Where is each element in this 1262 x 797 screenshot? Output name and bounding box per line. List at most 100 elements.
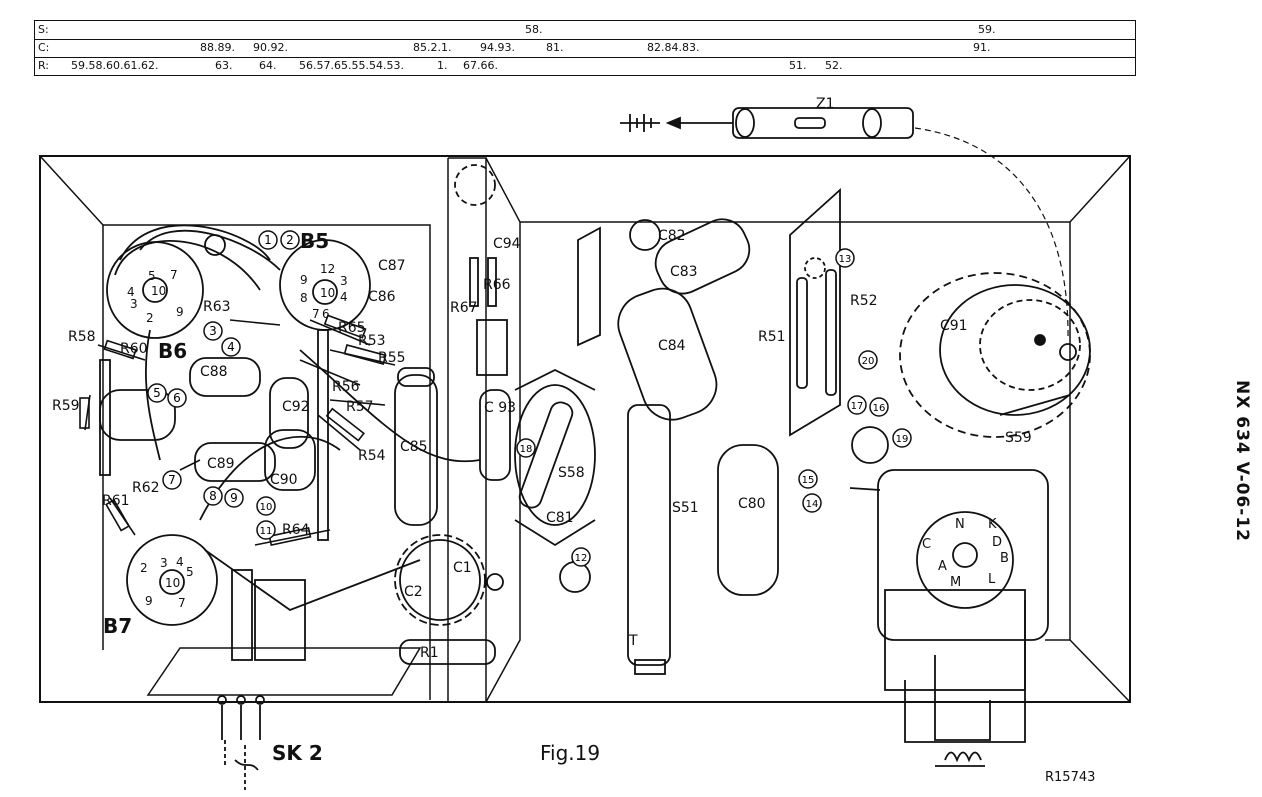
- pin-label: 9: [145, 594, 153, 608]
- label-r51: R51: [758, 329, 786, 345]
- test-point-label: 6: [173, 391, 181, 405]
- label-c89: C89: [207, 456, 235, 472]
- test-point-circle: [162, 470, 182, 490]
- socket-letter: C: [922, 537, 931, 552]
- selector-switch: [916, 511, 1014, 609]
- label-r1: R1: [420, 645, 439, 661]
- coil-s58: [514, 384, 596, 526]
- test-point-label: 5: [153, 386, 161, 400]
- label-r59: R59: [52, 398, 80, 414]
- label-r63: R63: [203, 299, 231, 315]
- label-s58: S58: [558, 465, 585, 481]
- pin-label: 10: [151, 284, 166, 298]
- test-point-circle: [147, 383, 167, 403]
- resistor-board: [789, 187, 841, 437]
- pin-label: 10: [165, 576, 180, 590]
- test-point-label: 12: [575, 553, 588, 564]
- pin-label: 8: [300, 291, 308, 305]
- label-c87: C87: [378, 258, 406, 274]
- ref-item: 58.: [525, 23, 543, 36]
- label-r58: R58: [68, 329, 96, 345]
- test-point-label: 17: [851, 401, 864, 412]
- pin-label: 4: [176, 555, 184, 569]
- test-point-label: 20: [862, 356, 875, 367]
- ref-item: 82.84.83.: [647, 41, 700, 54]
- ref-item: 91.: [973, 41, 991, 54]
- ref-row-s: S: 58. 59.: [35, 21, 1135, 40]
- ref-item: 88.89.: [200, 41, 235, 54]
- capacitor-c85: [394, 374, 438, 526]
- drawing-reference: R15743: [1045, 770, 1095, 785]
- test-point-circle: [224, 488, 244, 508]
- ref-item: 59.: [978, 23, 996, 36]
- pin-label: 9: [300, 273, 308, 287]
- test-point-label: 2: [286, 233, 294, 247]
- test-point-label: 9: [230, 491, 238, 505]
- test-point-circle: [802, 493, 822, 513]
- label-r66: R66: [483, 277, 511, 293]
- pin-label: 6: [322, 307, 330, 321]
- label-c88: C88: [200, 364, 228, 380]
- ref-prefix-r: R:: [38, 59, 50, 72]
- label-r54: R54: [358, 448, 386, 464]
- test-point-label: 13: [839, 254, 852, 265]
- capacitor-c88: [189, 357, 261, 397]
- label-c92: C92: [282, 399, 310, 415]
- test-point-label: 3: [209, 324, 217, 338]
- label-sk2: SK 2: [272, 741, 323, 765]
- c1-c2-can: [394, 534, 486, 626]
- label-b5: B5: [300, 229, 329, 253]
- pin-label: 7: [178, 596, 186, 610]
- tube-pin-labels: 7 9 10 2 3 4 5 12 9 8 10 3 4 7 6 2 3 4 5…: [127, 262, 348, 610]
- tube-socket-b7: [126, 534, 218, 626]
- label-b7: B7: [103, 614, 132, 638]
- socket-letter: A: [938, 559, 947, 574]
- side-reference-text: NX 634 V-06-12: [1232, 380, 1252, 543]
- capacitor-c90: [264, 429, 316, 491]
- label-r60: R60: [120, 341, 148, 357]
- ref-prefix-s: S:: [38, 23, 49, 36]
- test-point-circle: [798, 469, 818, 489]
- ref-item: 63.: [215, 59, 233, 72]
- socket-letter: K: [988, 517, 997, 532]
- z1-tube: [732, 107, 914, 139]
- label-c83: C83: [670, 264, 698, 280]
- socket-letter: M: [950, 575, 961, 590]
- test-point-label: 10: [260, 502, 273, 513]
- test-point-circle: [835, 248, 855, 268]
- label-c2: C2: [404, 584, 423, 600]
- figure-caption: Fig.19: [540, 741, 600, 765]
- pin-label: 4: [340, 290, 348, 304]
- label-c93: C 93: [484, 400, 516, 416]
- pin-label: 7: [170, 268, 178, 282]
- coil-s51: [627, 404, 671, 666]
- label-b6: B6: [158, 339, 187, 363]
- label-c80: C80: [738, 496, 766, 512]
- label-r57: R57: [346, 399, 374, 415]
- ref-prefix-c: C:: [38, 41, 50, 54]
- ref-row-c: C: 88.89. 90.92. 85.2.1. 94.93. 81. 82.8…: [35, 39, 1135, 58]
- pin-label: 10: [320, 286, 335, 300]
- ref-item: 64.: [259, 59, 277, 72]
- ref-item: 59.58.60.61.62.: [71, 59, 159, 72]
- test-point-circle: [256, 520, 276, 540]
- pin-label: 5: [186, 565, 194, 579]
- label-c86: C86: [368, 289, 396, 305]
- ref-item: 1.: [437, 59, 448, 72]
- ref-item: 52.: [825, 59, 843, 72]
- capacitor-c84: [617, 287, 718, 421]
- label-c91: C91: [940, 318, 968, 334]
- resistor-r51: [796, 277, 808, 389]
- test-point-circle: [221, 337, 241, 357]
- test-point-label: 14: [806, 499, 819, 510]
- test-point-label: 1: [264, 233, 272, 247]
- selector-housing: [877, 469, 1049, 641]
- label-r53: R53: [358, 333, 386, 349]
- test-point-label: 7: [168, 473, 176, 487]
- pin-label: 7: [312, 307, 320, 321]
- test-point-circle: [280, 230, 300, 250]
- test-point-label: 18: [520, 444, 533, 455]
- base-plate: [146, 647, 422, 696]
